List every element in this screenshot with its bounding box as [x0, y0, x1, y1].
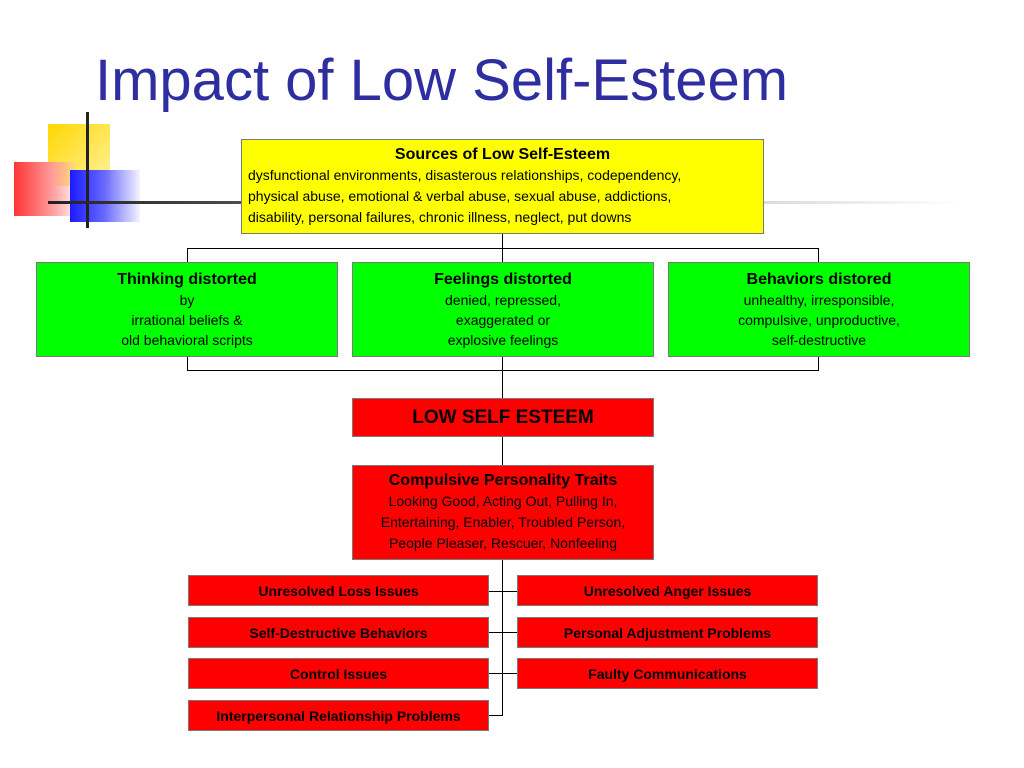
issue-label: Control Issues — [289, 665, 388, 682]
thinking-line: by — [179, 291, 195, 308]
connector-line — [818, 248, 819, 262]
issue-label: Faulty Communications — [588, 665, 747, 682]
compulsive-traits-box: Compulsive Personality Traits Looking Go… — [352, 465, 654, 560]
behaviors-line: compulsive, unproductive, — [738, 311, 900, 328]
issue-label: Personal Adjustment Problems — [563, 624, 772, 641]
issue-label: Unresolved Loss Issues — [258, 582, 419, 599]
traits-line: Looking Good, Acting Out, Pulling In, — [388, 493, 618, 509]
sources-line: dysfunctional environments, disasterous … — [248, 167, 682, 183]
thinking-distorted-box: Thinking distorted by irrational beliefs… — [36, 262, 338, 357]
core-label: LOW SELF ESTEEM — [412, 406, 594, 428]
thinking-line: irrational beliefs & — [131, 311, 243, 328]
connector-line — [502, 560, 503, 716]
connector-line — [489, 673, 517, 674]
sources-line: physical abuse, emotional & verbal abuse… — [248, 188, 672, 204]
connector-line — [489, 632, 517, 633]
connector-line — [489, 591, 517, 592]
decor-red-square — [14, 162, 76, 216]
feelings-heading: Feelings distorted — [434, 270, 572, 288]
issue-box-left: Interpersonal Relationship Problems — [188, 700, 489, 731]
issue-label: Unresolved Anger Issues — [583, 582, 752, 599]
behaviors-line: unhealthy, irresponsible, — [743, 291, 895, 308]
sources-line: disability, personal failures, chronic i… — [248, 209, 632, 225]
sources-box: Sources of Low Self-Esteem dysfunctional… — [241, 139, 764, 234]
slide-title: Impact of Low Self-Esteem — [95, 48, 789, 113]
connector-line — [502, 248, 503, 262]
sources-heading: Sources of Low Self-Esteem — [394, 146, 611, 163]
thinking-line: old behavioral scripts — [121, 331, 253, 348]
connector-line — [187, 248, 819, 249]
connector-line — [187, 248, 188, 262]
issue-box-left: Self-Destructive Behaviors — [188, 617, 489, 648]
issue-box-left: Unresolved Loss Issues — [188, 575, 489, 606]
behaviors-heading: Behaviors distored — [746, 270, 892, 288]
traits-line: People Pleaser, Rescuer, Nonfeeling — [388, 535, 618, 551]
issue-box-right: Unresolved Anger Issues — [517, 575, 818, 606]
connector-line — [489, 715, 503, 716]
traits-heading: Compulsive Personality Traits — [388, 472, 618, 489]
low-self-esteem-box: LOW SELF ESTEEM — [352, 398, 654, 437]
feelings-line: denied, repressed, — [445, 291, 561, 308]
issue-box-right: Faulty Communications — [517, 658, 818, 689]
decor-vertical-line — [86, 112, 89, 228]
feelings-distorted-box: Feelings distorted denied, repressed, ex… — [352, 262, 654, 357]
issue-box-right: Personal Adjustment Problems — [517, 617, 818, 648]
connector-line — [502, 234, 503, 248]
connector-line — [187, 357, 188, 371]
connector-line — [187, 370, 819, 371]
behaviors-distorted-box: Behaviors distored unhealthy, irresponsi… — [668, 262, 970, 357]
decor-blue-square — [70, 170, 140, 222]
traits-line: Entertaining, Enabler, Troubled Person, — [380, 514, 626, 530]
connector-line — [502, 437, 503, 465]
feelings-line: explosive feelings — [447, 331, 559, 348]
issue-box-left: Control Issues — [188, 658, 489, 689]
connector-line — [502, 357, 503, 398]
issue-label: Interpersonal Relationship Problems — [216, 707, 461, 724]
connector-line — [818, 357, 819, 371]
issue-label: Self-Destructive Behaviors — [249, 624, 428, 641]
behaviors-line: self-destructive — [771, 331, 867, 348]
thinking-heading: Thinking distorted — [117, 270, 257, 288]
feelings-line: exaggerated or — [455, 311, 551, 328]
